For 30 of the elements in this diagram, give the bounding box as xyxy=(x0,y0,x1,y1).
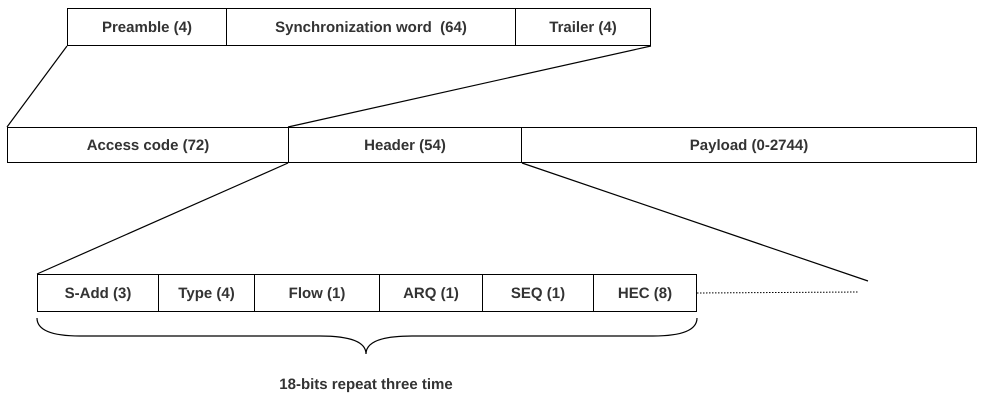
field-label: SEQ (1) xyxy=(510,284,566,302)
field-label: Access code (72) xyxy=(86,136,210,154)
field-box xyxy=(254,274,380,312)
field-label: Type (4) xyxy=(178,284,235,302)
field-label: Synchronization word (64) xyxy=(275,18,467,36)
expansion-line xyxy=(36,162,288,275)
field-box xyxy=(226,8,516,46)
field-box xyxy=(288,127,522,163)
field-box xyxy=(37,274,159,312)
field-box xyxy=(593,274,697,312)
field-label: Trailer (4) xyxy=(549,18,617,36)
dotted-line xyxy=(696,292,858,294)
field-box xyxy=(379,274,483,312)
field-box xyxy=(521,127,977,163)
field-box xyxy=(482,274,594,312)
field-label: ARQ (1) xyxy=(403,284,459,302)
field-box xyxy=(7,127,289,163)
field-label: HEC (8) xyxy=(618,284,672,302)
field-label: Flow (1) xyxy=(288,284,346,302)
field-box xyxy=(515,8,651,46)
brace-caption: 18-bits repeat three time xyxy=(279,376,453,393)
field-label: Preamble (4) xyxy=(102,18,192,36)
expansion-line xyxy=(288,45,652,128)
expansion-line xyxy=(522,162,868,282)
expansion-line xyxy=(6,46,68,128)
field-label: Payload (0-2744) xyxy=(690,136,808,154)
field-box xyxy=(158,274,255,312)
field-label: Header (54) xyxy=(364,136,446,154)
field-box xyxy=(67,8,227,46)
field-label: S-Add (3) xyxy=(64,284,132,302)
